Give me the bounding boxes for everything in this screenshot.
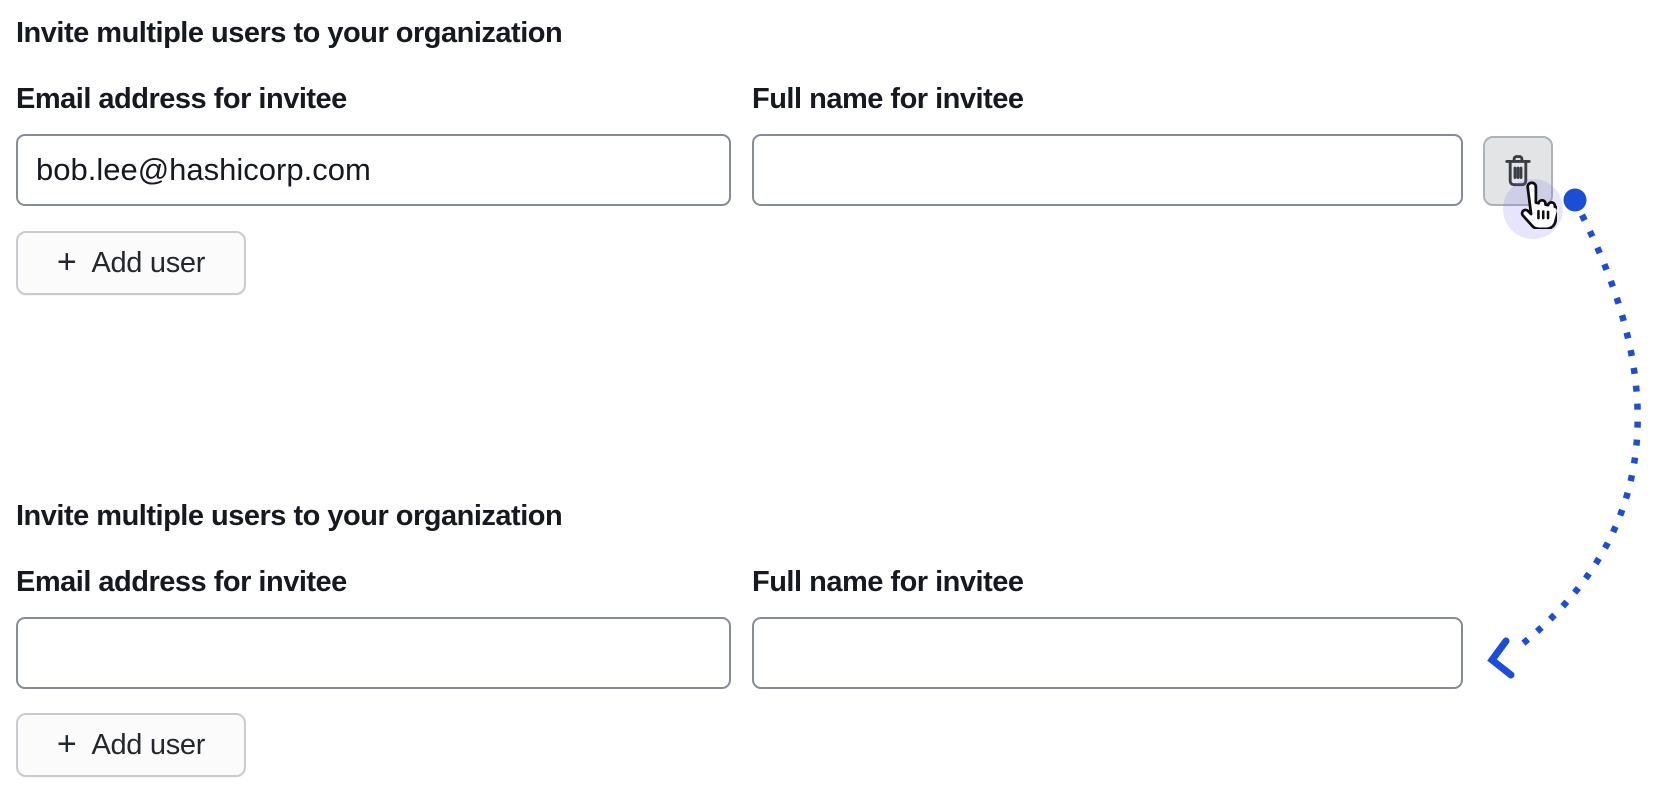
trash-icon xyxy=(1500,153,1536,189)
full-name-field-label: Full name for invitee xyxy=(752,566,1024,598)
full-name-input[interactable] xyxy=(752,617,1463,689)
full-name-input[interactable] xyxy=(752,134,1463,206)
delete-row-button[interactable] xyxy=(1483,136,1553,206)
section-heading: Invite multiple users to your organizati… xyxy=(16,17,563,49)
add-user-button[interactable]: + Add user xyxy=(16,713,246,777)
add-user-button[interactable]: + Add user xyxy=(16,231,246,295)
section-heading: Invite multiple users to your organizati… xyxy=(16,500,563,532)
email-field-label: Email address for invitee xyxy=(16,83,347,115)
email-field-label: Email address for invitee xyxy=(16,566,347,598)
plus-icon: + xyxy=(56,725,77,763)
add-user-button-label: Add user xyxy=(91,246,206,279)
arrowhead xyxy=(1487,637,1515,679)
add-user-button-label: Add user xyxy=(91,728,206,761)
full-name-field-label: Full name for invitee xyxy=(752,83,1024,115)
email-address-input[interactable] xyxy=(16,617,731,689)
annotation-start-dot xyxy=(1563,188,1587,212)
plus-icon: + xyxy=(56,243,77,281)
email-address-input[interactable] xyxy=(16,134,731,206)
